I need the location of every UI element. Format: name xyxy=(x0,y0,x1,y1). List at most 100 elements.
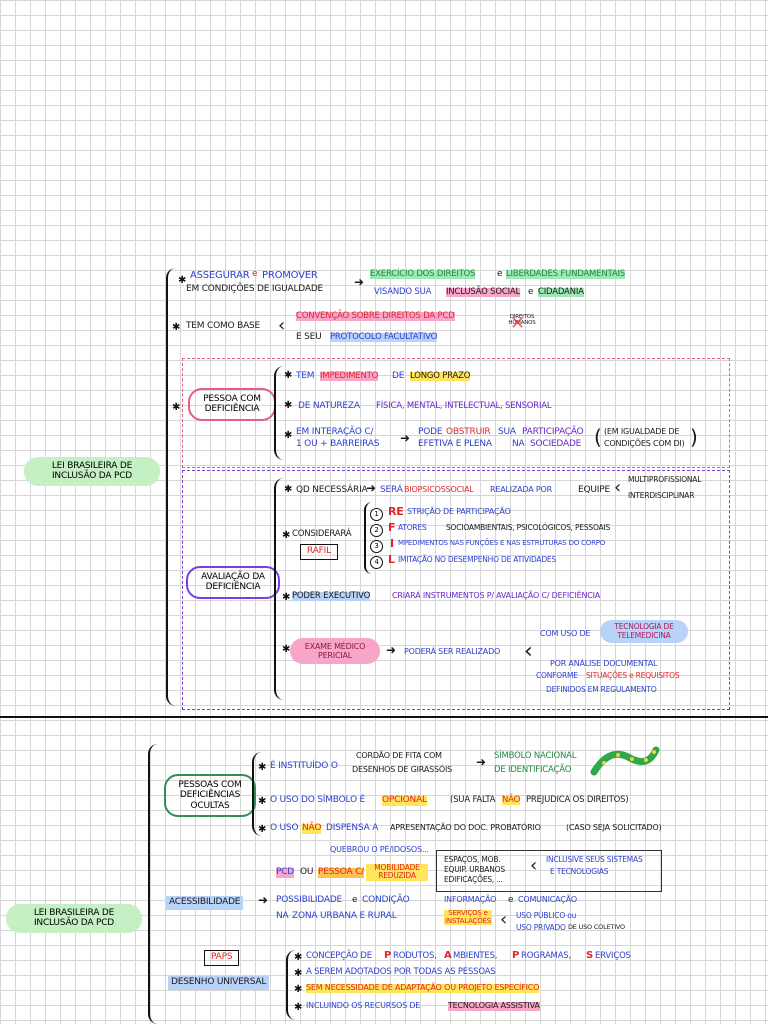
text: SOCIOAMBIENTAIS, PSICOLÓGICOS, PESSOAIS xyxy=(446,523,611,532)
text: IMPEDIMENTO xyxy=(320,371,379,382)
text: P xyxy=(384,950,392,961)
bullet-star: ✱ xyxy=(294,968,303,979)
brace xyxy=(364,502,372,574)
main-brace-1 xyxy=(166,268,178,706)
bullet-star: ✱ xyxy=(258,762,267,773)
text: SOCIEDADE xyxy=(530,439,582,449)
text: PROMOVER xyxy=(262,270,318,281)
arrow-icon: ➜ xyxy=(366,481,376,495)
text: DE USO COLETIVO xyxy=(568,923,625,931)
text: TEM xyxy=(296,371,315,381)
text: QD NECESSÁRIA xyxy=(296,485,368,495)
arrow-icon: ➜ xyxy=(258,893,268,907)
text: TECNOLOGIA ASSISTIVA xyxy=(448,1001,540,1011)
bullet-star: ✱ xyxy=(172,402,181,413)
text: FÍSICA, MENTAL, INTELECTUAL, SENSORIAL xyxy=(376,401,552,411)
root-label-1: LEI BRASILEIRA DE INCLUSÃO DA PCD xyxy=(24,457,160,486)
text: ZONA URBANA E RURAL xyxy=(292,911,397,921)
text: ESPAÇOS, MOB. xyxy=(444,855,501,864)
text: POSSIBILIDADE xyxy=(276,895,343,905)
bullet-star: ✱ xyxy=(284,430,293,441)
text: CONDIÇÃO xyxy=(362,895,410,905)
text: PARTICIPAÇÃO xyxy=(522,427,584,437)
text: OBSTRUIR xyxy=(446,427,491,437)
text: EQUIPE xyxy=(578,485,610,495)
text: LIBERDADES FUNDAMENTAIS xyxy=(506,269,625,280)
text: ASSEGURAR xyxy=(190,270,250,281)
text: STRIÇÃO DE PARTICIPAÇÃO xyxy=(407,507,511,516)
text: CONCEPÇÃO DE xyxy=(306,951,372,961)
text: EM INTERAÇÃO C/ xyxy=(296,427,374,437)
number-circle: 3 xyxy=(370,540,383,553)
root-label-2: LEI BRASILEIRA DE INCLUSÃO DA PCD xyxy=(6,904,142,933)
text: (CASO SEJA SOLICITADO) xyxy=(566,823,662,832)
bullet-star: ✱ xyxy=(172,322,181,333)
text: e xyxy=(528,287,534,297)
text: PCD xyxy=(276,867,295,878)
avaliacao-box xyxy=(182,470,730,710)
text: EDIFICAÇÕES, ... xyxy=(444,875,503,884)
text: CONVENÇÃO SOBRE DIREITOS DA PCD xyxy=(296,311,455,322)
text: CIDADANIA xyxy=(538,287,584,298)
text: PESSOA C/ xyxy=(318,867,364,878)
text: COM USO DE xyxy=(540,629,591,638)
main-brace-2 xyxy=(148,744,160,1024)
text: S xyxy=(586,950,594,961)
text: MPEDIMENTOS NAS FUNÇÕES E NAS ESTRUTURAS… xyxy=(398,539,606,547)
rafil-tag: RAFIL xyxy=(300,544,338,560)
text: SERÁ xyxy=(380,485,403,495)
text: SEM NECESSIDADE DE ADAPTAÇÃO OU PROJETO … xyxy=(306,983,540,993)
text: REALIZADA POR xyxy=(490,485,552,494)
text: EQUIP. URBANOS xyxy=(444,865,505,874)
text: QUEBROU O PÉ/IDOSOS... xyxy=(330,845,429,854)
text: EM CONDIÇÕES DE IGUALDADE xyxy=(186,284,324,294)
number-circle: 4 xyxy=(370,556,383,569)
text: e xyxy=(497,269,503,279)
bullet-star: ✱ xyxy=(178,275,187,286)
text: INTERDISCIPLINAR xyxy=(628,491,695,500)
arrow-icon: ➜ xyxy=(476,755,486,769)
text: ROGRAMAS, xyxy=(521,951,572,961)
bullet-star: ✱ xyxy=(294,952,303,963)
text: APRESENTAÇÃO DO DOC. PROBATÓRIO xyxy=(390,823,541,832)
desenho-universal-label: DESENHO UNIVERSAL xyxy=(168,976,270,990)
text: DIREITOS HUMANOS xyxy=(508,314,536,327)
text: PODER EXECUTIVO xyxy=(292,591,371,602)
text: OU xyxy=(300,867,314,877)
text: SITUAÇÕES e REQUISITOS xyxy=(586,671,680,680)
text: (EM IGUALDADE DE xyxy=(604,427,680,436)
text: COMUNICAÇÃO xyxy=(518,895,577,904)
pcd-label: PESSOA COM DEFICIÊNCIA xyxy=(188,388,276,421)
acessibilidade-label: ACESSIBILIDADE xyxy=(166,896,244,910)
text: DEFINIDOS EM REGULAMENTO xyxy=(546,685,657,694)
text: e xyxy=(352,895,358,905)
text: DESENHOS DE GIRASSÓIS xyxy=(352,765,452,774)
text: L xyxy=(388,553,395,566)
sunflower-lanyard-icon xyxy=(590,744,660,780)
bullet-star: ✱ xyxy=(284,400,293,411)
text: ) xyxy=(690,425,698,449)
text: NÃO xyxy=(302,823,322,834)
text: DISPENSA A xyxy=(326,823,379,833)
text: e xyxy=(508,895,514,905)
exame-label: EXAME MÉDICO PERICIAL xyxy=(290,638,380,665)
text: NA xyxy=(276,911,289,921)
bullet-star: ✱ xyxy=(282,530,291,541)
brace xyxy=(274,478,284,700)
text: INFORMAÇÃO xyxy=(444,895,497,904)
text: 1 OU + BARREIRAS xyxy=(296,439,380,449)
text: A xyxy=(444,950,452,961)
brace xyxy=(274,366,284,460)
text: CRIARÁ INSTRUMENTOS P/ AVALIAÇÃO C/ DEFI… xyxy=(392,591,601,600)
cross-icon: ✕ xyxy=(510,313,525,334)
text: CONDIÇÕES COM DI) xyxy=(604,439,685,448)
text: POR ANÁLISE DOCUMENTAL xyxy=(550,659,658,668)
text: ERVIÇOS xyxy=(595,951,631,961)
text: OPCIONAL xyxy=(382,795,427,806)
text: NA xyxy=(512,439,525,449)
text: ( xyxy=(594,425,602,449)
text: A SEREM ADOTADOS POR TODAS AS PESSOAS xyxy=(306,967,496,977)
text: É INSTITUÍDO O xyxy=(270,761,338,771)
text: SUA xyxy=(498,427,516,437)
text: IMITAÇÃO NO DESEMPENHO DE ATIVIDADES xyxy=(398,555,557,564)
